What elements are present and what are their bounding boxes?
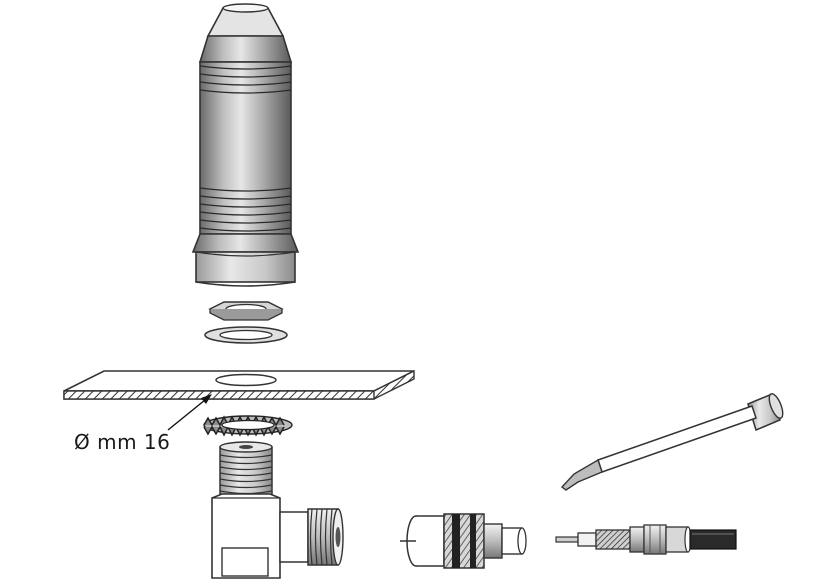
pl259-plug xyxy=(400,513,527,569)
coax-cable xyxy=(555,524,737,555)
antenna-base xyxy=(191,3,300,287)
mounting-plate xyxy=(63,369,415,400)
diameter-label: Ø mm 16 xyxy=(74,430,171,454)
flat-washer xyxy=(204,326,288,344)
toothed-washer xyxy=(203,415,293,437)
soldering-iron xyxy=(560,392,784,491)
lock-nut xyxy=(208,301,284,321)
dimension-leader xyxy=(167,394,212,431)
right-angle-connector xyxy=(211,441,344,579)
